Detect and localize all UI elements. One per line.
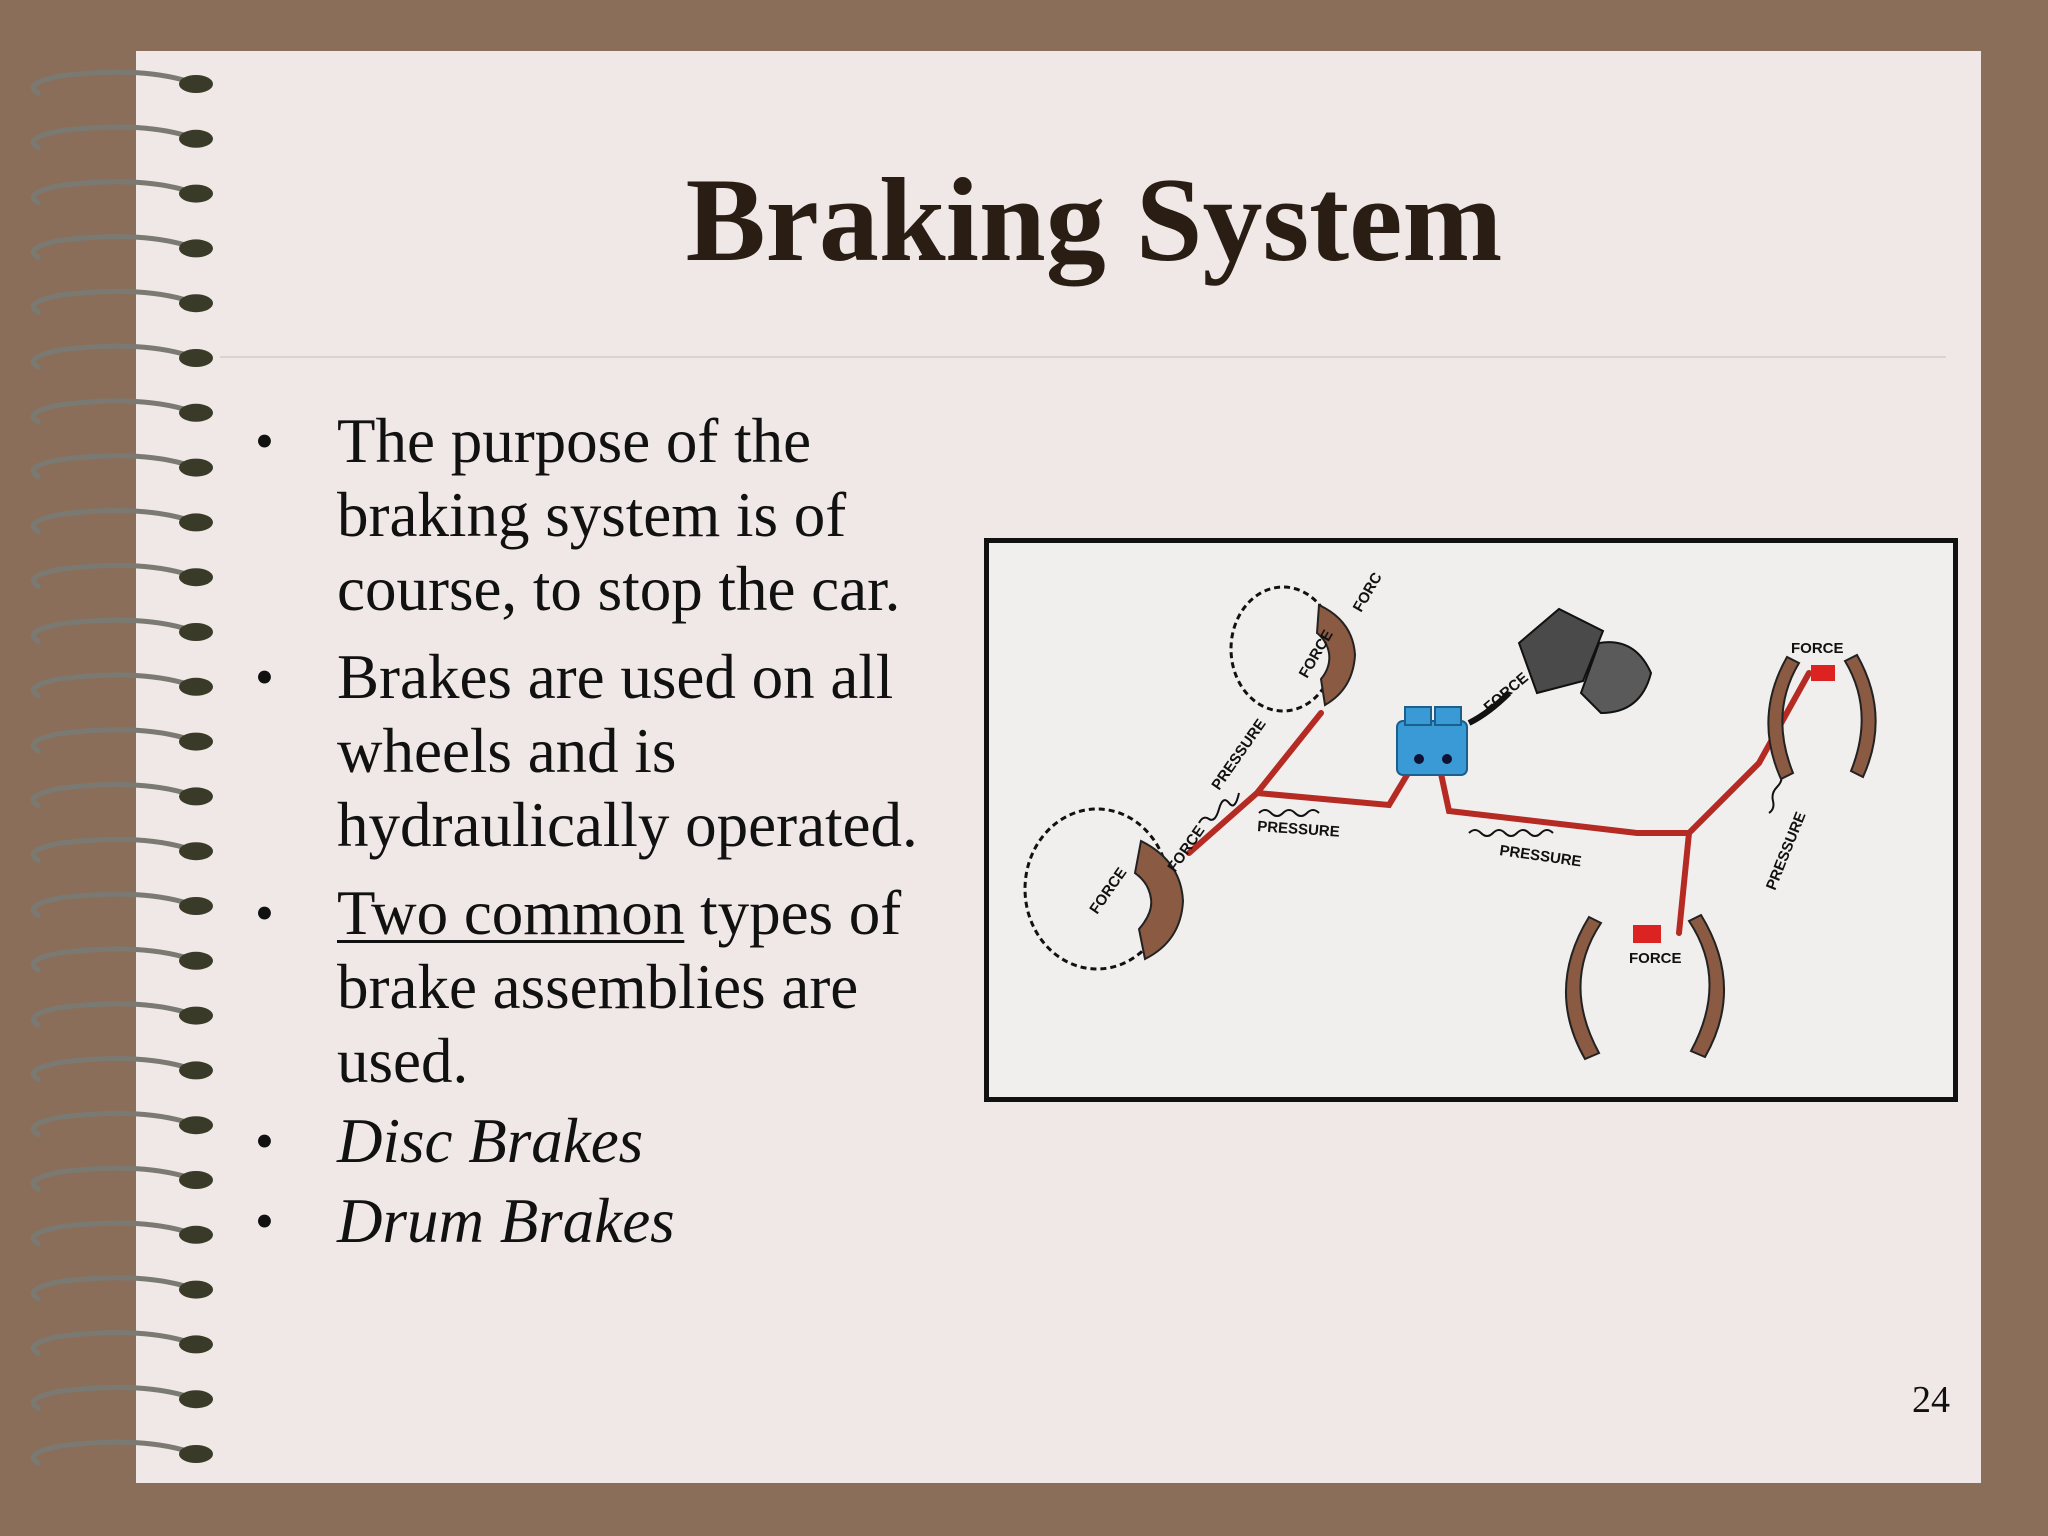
diagram-svg: FORCE FORCE PRESSURE FORCE FORC FORCE PR…: [1023, 570, 1877, 1061]
spiral-hole: [179, 1116, 213, 1135]
spiral-ring: [30, 836, 191, 864]
spiral-ring: [30, 1165, 191, 1193]
spiral-ring: [30, 1110, 191, 1138]
label-force-pedal: FORCE: [1481, 669, 1532, 716]
page-number: 24: [1912, 1379, 1950, 1421]
bullet-item: • Drum Brakes: [255, 1184, 995, 1258]
underlined-phrase: Two common: [337, 878, 685, 948]
spiral-hole: [179, 513, 213, 532]
notebook-spiral-binding: [30, 69, 213, 1467]
spiral-ring: [30, 1001, 191, 1028]
bullet-dot: •: [255, 411, 274, 471]
spiral-ring: [30, 288, 191, 316]
front-right-brake-caliper: [1315, 603, 1357, 707]
bullet-text: Two common types of brake assemblies are…: [337, 878, 901, 1096]
spiral-hole: [179, 239, 213, 258]
spiral-ring: [30, 398, 191, 426]
rear-left-drum-brake: [1564, 913, 1726, 1061]
title-divider: [220, 356, 1946, 358]
bullet-dot: •: [255, 883, 274, 943]
bullet-text: Brakes are used on all wheels and is hyd…: [337, 642, 918, 860]
label-pressure-rear: PRESSURE: [1498, 842, 1582, 870]
slide-title: Braking System: [685, 153, 1503, 286]
spiral-ring: [30, 617, 191, 645]
label-force-front-left-line: FORCE: [1164, 823, 1208, 876]
label-force-front-left: FORCE: [1086, 865, 1130, 918]
master-cylinder: [1396, 706, 1468, 776]
spiral-hole: [179, 1171, 213, 1189]
spiral-ring: [30, 453, 191, 480]
bullet-text: Disc Brakes: [337, 1106, 644, 1176]
label-pressure-front-line: PRESSURE: [1208, 716, 1269, 793]
spiral-ring: [30, 727, 191, 754]
spiral-ring: [30, 1056, 191, 1083]
spiral-ring: [30, 69, 191, 97]
label-pressure-rear-vertical: PRESSURE: [1763, 810, 1810, 893]
label-force-rear-left: FORCE: [1629, 950, 1682, 967]
label-force-front-right-top: FORC: [1350, 570, 1386, 615]
label-force-rear-right: FORCE: [1791, 640, 1844, 657]
spiral-hole: [179, 1225, 213, 1244]
brake-pedal: [1467, 607, 1653, 726]
bullet-text: Drum Brakes: [337, 1186, 675, 1256]
spiral-hole: [179, 1390, 213, 1409]
spiral-ring: [30, 1330, 191, 1357]
spiral-hole: [179, 184, 213, 203]
spiral-ring: [30, 891, 191, 919]
bullet-dot: •: [255, 1111, 274, 1171]
spiral-hole: [179, 1335, 213, 1354]
bullet-dot: •: [255, 647, 274, 707]
bullet-text: The purpose of the braking system is of …: [337, 406, 901, 624]
spiral-hole: [179, 1061, 213, 1080]
bullet-text-rest: types of brake assemblies are used.: [337, 878, 902, 1096]
spiral-hole: [179, 951, 213, 970]
spiral-hole: [179, 677, 213, 696]
spiral-hole: [179, 75, 213, 93]
spiral-ring: [30, 179, 191, 206]
spiral-ring: [30, 1384, 191, 1412]
spiral-hole: [179, 623, 213, 641]
pressure-waves: [1198, 774, 1783, 837]
bullet-item: • The purpose of the braking system is o…: [255, 404, 995, 626]
spiral-hole: [179, 568, 213, 587]
spiral-ring: [30, 672, 191, 700]
spiral-hole: [179, 1280, 213, 1299]
spiral-ring: [30, 234, 191, 261]
bullet-dot: •: [255, 1191, 274, 1251]
spiral-hole: [179, 897, 213, 915]
spiral-hole: [179, 349, 213, 367]
spiral-ring: [30, 508, 191, 535]
bullet-item: • Brakes are used on all wheels and is h…: [255, 640, 995, 862]
spiral-hole: [179, 732, 213, 751]
braking-system-diagram: FORCE FORCE PRESSURE FORCE FORC FORCE PR…: [984, 538, 1958, 1102]
spiral-ring: [30, 124, 191, 152]
bullet-item: • Two common types of brake assemblies a…: [255, 876, 995, 1098]
spiral-hole: [179, 1006, 213, 1025]
spiral-ring: [30, 343, 191, 371]
spiral-ring: [30, 1439, 191, 1467]
spiral-hole: [179, 1445, 213, 1463]
rear-right-drum-brake: [1767, 653, 1877, 781]
bullet-list: • The purpose of the braking system is o…: [255, 404, 995, 1272]
bullet-item: • Disc Brakes: [255, 1104, 995, 1178]
spiral-ring: [30, 946, 191, 974]
spiral-hole: [179, 403, 213, 422]
spiral-ring: [30, 562, 191, 590]
spiral-ring: [30, 1220, 191, 1248]
spiral-hole: [179, 129, 213, 148]
spiral-hole: [179, 294, 213, 313]
spiral-ring: [30, 1275, 191, 1302]
spiral-hole: [179, 458, 213, 477]
spiral-hole: [179, 842, 213, 861]
spiral-hole: [179, 787, 213, 806]
front-left-brake-caliper: [1133, 839, 1185, 961]
spiral-ring: [30, 782, 191, 809]
label-pressure-middle: PRESSURE: [1257, 818, 1341, 841]
